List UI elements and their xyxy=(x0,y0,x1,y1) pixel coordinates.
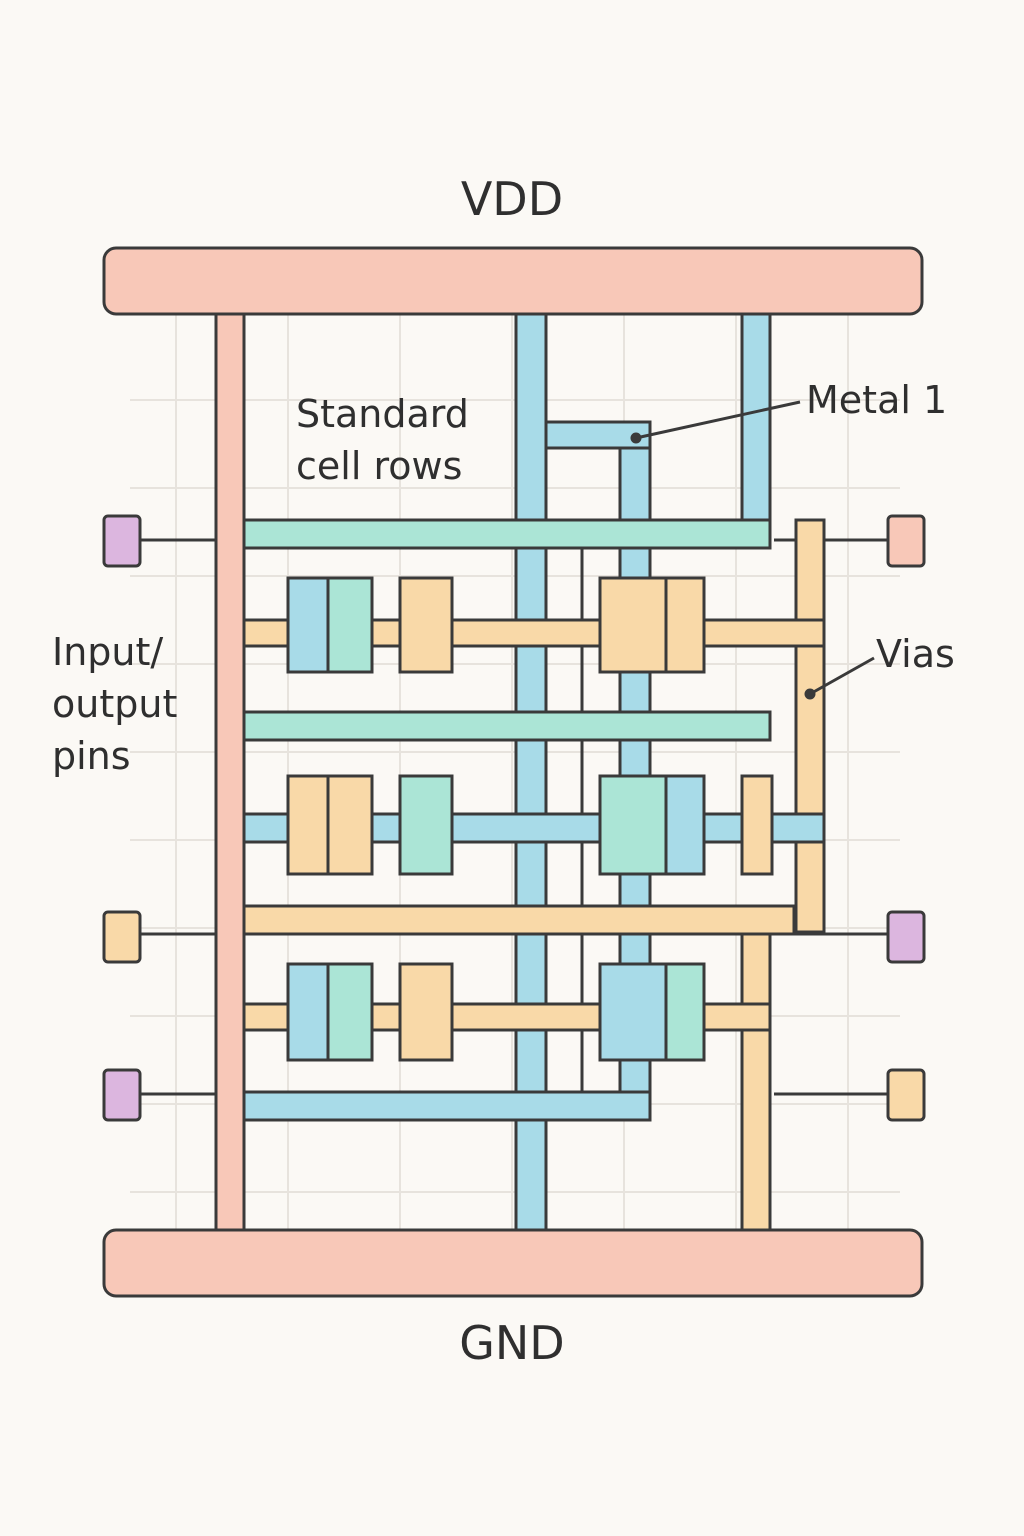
io-pins xyxy=(102,514,926,1122)
vdd-rail xyxy=(102,246,924,316)
leader-lines xyxy=(630,400,875,700)
cell-r1-a xyxy=(286,576,330,674)
cell-r1-b xyxy=(326,576,374,674)
vdd-label: VDD xyxy=(460,172,564,226)
cell-r3-a xyxy=(286,962,330,1062)
row-track-green-2 xyxy=(242,710,772,742)
io-pins-line-3: pins xyxy=(52,734,131,778)
metal-strap-right-lower xyxy=(740,930,772,1232)
cell-r2-f xyxy=(740,774,774,876)
io-pin-right-2 xyxy=(886,910,926,964)
io-pin-left-3 xyxy=(102,1068,142,1122)
cell-r3-d xyxy=(598,962,668,1062)
cell-r1-d xyxy=(598,576,668,674)
vias-label: Vias xyxy=(876,632,955,676)
io-pin-left-1 xyxy=(102,514,142,568)
cell-r1-e xyxy=(664,576,706,674)
standard-cell-rows-label: Standard cell rows xyxy=(296,388,469,492)
io-pin-left-2 xyxy=(102,910,142,964)
metal-strap-right-upper xyxy=(740,310,772,524)
io-pins-label: Input/ output pins xyxy=(52,626,177,782)
standard-cells xyxy=(286,576,774,1062)
cell-r3-e xyxy=(664,962,706,1062)
metal-strap-center xyxy=(514,310,548,1232)
io-pin-right-1 xyxy=(886,514,926,568)
cell-r3-c xyxy=(398,962,454,1062)
gnd-rail xyxy=(102,1228,924,1298)
vias-leader-dot xyxy=(804,688,816,700)
cell-r1-c xyxy=(398,576,454,674)
cell-r3-b xyxy=(326,962,374,1062)
row-track-green-1 xyxy=(242,518,772,550)
cell-r2-e xyxy=(664,774,706,876)
standard-cell-rows-line-1: Standard xyxy=(296,392,469,436)
metal1-label: Metal 1 xyxy=(806,378,948,422)
via-route-vertical xyxy=(794,518,826,934)
gnd-label: GND xyxy=(459,1316,565,1370)
standard-cell-rows-line-2: cell rows xyxy=(296,444,463,488)
cell-r2-c xyxy=(398,774,454,876)
row-track-orange-3 xyxy=(242,904,796,936)
power-strap-left xyxy=(214,310,246,1232)
io-pins-line-2: output xyxy=(52,682,178,726)
power-rails xyxy=(102,246,924,1298)
vias-leader xyxy=(809,656,875,696)
cell-r2-d xyxy=(598,774,668,876)
io-pin-right-3 xyxy=(886,1068,926,1122)
row-track-blue-5 xyxy=(242,1090,652,1122)
cell-r2-a xyxy=(286,774,330,876)
metal1-leader-dot xyxy=(630,432,642,444)
io-pins-line-1: Input/ xyxy=(52,630,164,674)
metal1-leader xyxy=(635,400,801,440)
vertical-straps xyxy=(214,310,826,1232)
cell-r2-b xyxy=(326,774,374,876)
